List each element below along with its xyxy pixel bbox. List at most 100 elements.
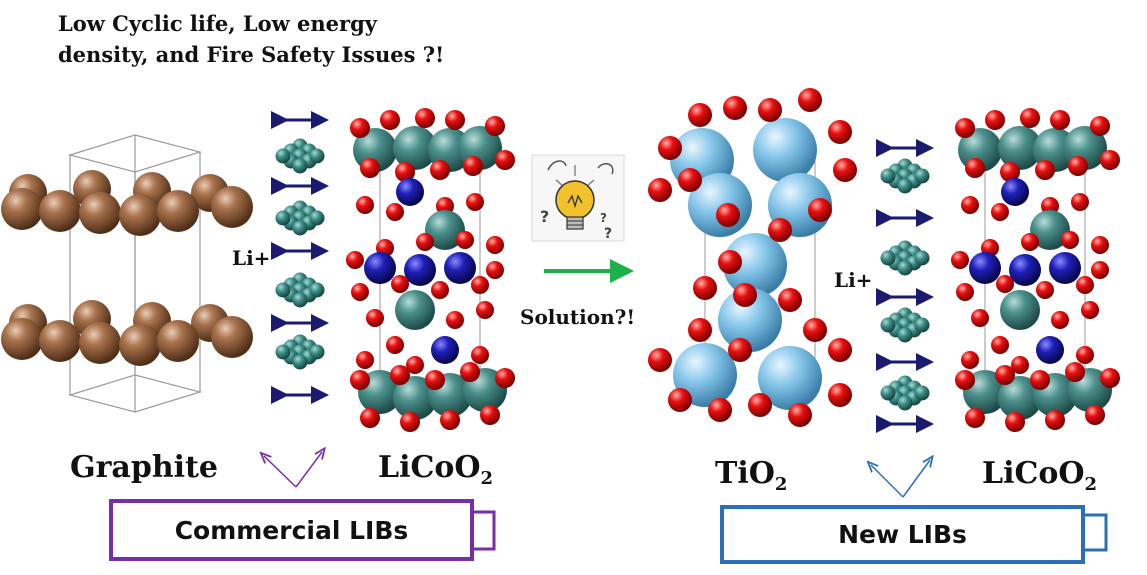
new-libs-box: New LIBs [722, 507, 1083, 562]
li-ion-atom [897, 260, 913, 276]
oxygen-atom [471, 346, 489, 364]
carbon-atom [157, 320, 199, 362]
oxygen-atom [356, 196, 374, 214]
oxygen-atom [733, 283, 757, 307]
oxygen-atom [1045, 410, 1065, 430]
oxygen-atom [436, 197, 454, 215]
cobalt-atom [393, 126, 437, 170]
li-plus-label-right: Li+ [834, 268, 873, 292]
oxygen-atom [961, 196, 979, 214]
oxygen-atom [956, 283, 974, 301]
li-ion-atom [275, 344, 291, 360]
oxygen-atom [961, 351, 979, 369]
cobalt-atom [1030, 210, 1070, 250]
oxygen-atom [808, 198, 832, 222]
licoo2-label-right: LiCoO2 [982, 456, 1097, 495]
oxygen-atom [693, 276, 717, 300]
li-ion-atom [880, 385, 896, 401]
svg-text:?: ? [604, 226, 612, 242]
oxygen-atom [778, 288, 802, 312]
cobalt-atom [395, 290, 435, 330]
oxygen-atom [476, 301, 494, 319]
oxygen-atom [991, 203, 1009, 221]
li-ion-atom [275, 210, 291, 226]
li-ion-atom [275, 282, 291, 298]
oxygen-atom [678, 168, 702, 192]
li-ion-atom [880, 168, 896, 184]
oxygen-atom [995, 365, 1015, 385]
oxygen-atom [390, 365, 410, 385]
oxygen-atom [1005, 412, 1025, 432]
oxygen-atom [1061, 231, 1079, 249]
carbon-atom [157, 190, 199, 232]
oxygen-atom [648, 348, 672, 372]
carbon-atom [39, 320, 81, 362]
oxygen-atom [1100, 368, 1120, 388]
carbon-atom [119, 194, 161, 236]
oxygen-atom [486, 236, 504, 254]
oxygen-atom [446, 311, 464, 329]
lithium-atom [969, 252, 1001, 284]
oxygen-atom [728, 338, 752, 362]
oxygen-atom [788, 403, 812, 427]
oxygen-atom [463, 156, 483, 176]
oxygen-atom [1035, 160, 1055, 180]
carbon-atom [211, 316, 253, 358]
oxygen-atom [350, 118, 370, 138]
oxygen-atom [716, 203, 740, 227]
oxygen-atom [955, 118, 975, 138]
headline-line-2: density, and Fire Safety Issues ?! [58, 42, 445, 67]
oxygen-atom [955, 370, 975, 390]
titanium-atom [718, 288, 782, 352]
tio2-label: TiO2 [715, 456, 787, 495]
li-ion-atom [292, 354, 308, 370]
lithium-atom [431, 336, 459, 364]
carbon-atom [79, 322, 121, 364]
oxygen-atom [391, 275, 409, 293]
oxygen-atom [828, 383, 852, 407]
li-ion-atom [292, 158, 308, 174]
li-ion-clusters-left [271, 111, 329, 404]
li-ion-atom [275, 148, 291, 164]
li-ion-atom [309, 148, 325, 164]
oxygen-atom [471, 276, 489, 294]
carbon-atom [119, 324, 161, 366]
cobalt-atom [393, 376, 437, 420]
oxygen-atom [708, 398, 732, 422]
new-arrows [871, 460, 930, 498]
titanium-atom [758, 346, 822, 410]
commercial-libs-box: Commercial LIBs [111, 501, 472, 559]
oxygen-atom [1071, 193, 1089, 211]
oxygen-atom [431, 281, 449, 299]
oxygen-atom [1011, 356, 1029, 374]
li-ion-atom [309, 344, 325, 360]
solution-label: Solution?! [520, 305, 636, 329]
oxygen-atom [1000, 162, 1020, 182]
carbon-atom [211, 186, 253, 228]
oxygen-atom [430, 160, 450, 180]
oxygen-atom [1085, 405, 1105, 425]
oxygen-atom [480, 405, 500, 425]
oxygen-atom [718, 250, 742, 274]
lithium-atom [444, 252, 476, 284]
oxygen-atom [350, 370, 370, 390]
oxygen-atom [668, 388, 692, 412]
oxygen-atom [445, 110, 465, 130]
oxygen-atom [1076, 276, 1094, 294]
li-ion-atom [897, 395, 913, 411]
oxygen-atom [1091, 261, 1109, 279]
oxygen-atom [425, 370, 445, 390]
licoo2-label-left: LiCoO2 [378, 450, 493, 489]
oxygen-atom [366, 309, 384, 327]
tio2-structure [648, 88, 857, 427]
oxygen-atom [828, 120, 852, 144]
lithium-atom [1009, 254, 1041, 286]
titanium-atom [723, 233, 787, 297]
oxygen-atom [658, 136, 682, 160]
oxygen-atom [991, 336, 1009, 354]
oxygen-atom [485, 116, 505, 136]
cobalt-atom [1000, 290, 1040, 330]
cobalt-atom [425, 210, 465, 250]
oxygen-atom [971, 309, 989, 327]
lithium-atom [1049, 252, 1081, 284]
